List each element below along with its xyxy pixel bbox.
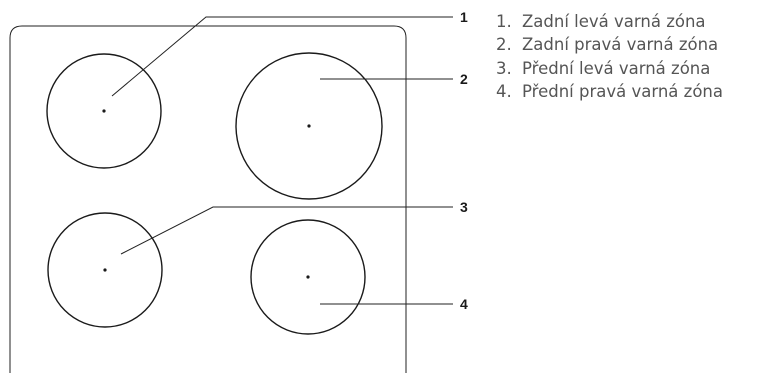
legend-item-number: 2. <box>496 35 512 55</box>
zone-rear-right <box>235 52 383 200</box>
zone-rear-left <box>46 53 162 169</box>
legend-item-number: 3. <box>496 58 512 78</box>
zone-front-right <box>250 219 366 335</box>
zone-front-right-circle <box>250 219 366 335</box>
legend-list: 1. Zadní levá varná zóna 2. Zadní pravá va… <box>496 10 723 103</box>
zone-rear-right-center-dot <box>307 124 311 128</box>
zone-front-left-center-dot <box>103 268 107 272</box>
leader-line-1 <box>111 16 453 97</box>
callout-number-3: 3 <box>460 199 468 215</box>
zone-rear-right-circle <box>235 52 383 200</box>
zone-front-left-circle <box>47 212 163 328</box>
legend-item-label: Zadní levá varná zóna <box>522 12 706 31</box>
zone-rear-left-circle <box>46 53 162 169</box>
zone-rear-left-center-dot <box>102 109 106 113</box>
leader-line-3 <box>120 206 453 255</box>
legend-item-label: Přední pravá varná zóna <box>522 81 723 101</box>
legend-item-number: 1. <box>496 12 512 31</box>
legend-item: 1. Zadní levá varná zóna <box>496 10 723 33</box>
legend-item: 4. Přední pravá varná zóna <box>496 80 723 103</box>
legend-item-label: Zadní pravá varná zóna <box>522 35 719 55</box>
legend-item: 2. Zadní pravá varná zóna <box>496 33 723 56</box>
legend-item-number: 4. <box>496 81 512 101</box>
callout-number-1: 1 <box>460 9 468 25</box>
legend-item-label: Přední levá varná zóna <box>522 58 711 78</box>
zone-front-left <box>47 212 163 328</box>
callout-number-2: 2 <box>460 71 468 87</box>
zone-front-right-center-dot <box>306 275 310 279</box>
cooktop-outline <box>9 25 407 373</box>
callout-number-4: 4 <box>460 296 468 312</box>
legend-item: 3. Přední levá varná zóna <box>496 57 723 80</box>
